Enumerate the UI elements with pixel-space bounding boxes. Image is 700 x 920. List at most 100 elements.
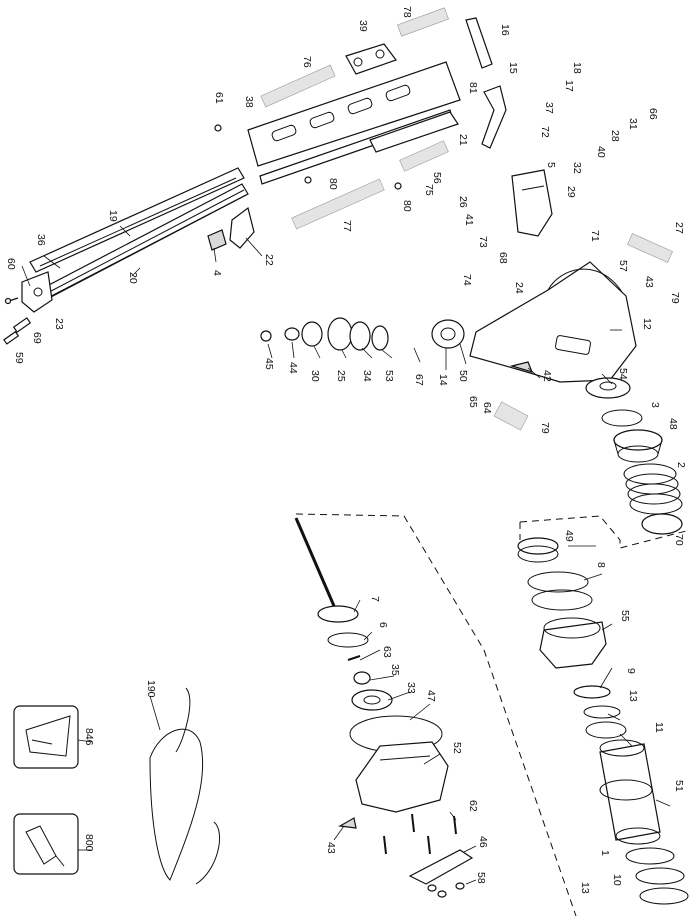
ring-30 <box>301 321 323 347</box>
callout-32: 32 <box>571 162 583 174</box>
callout-1: 1 <box>599 850 611 856</box>
callout-76: 76 <box>301 56 313 68</box>
callout-45: 45 <box>263 358 275 370</box>
callout-labels: 1 2 3 4 5 6 7 8 9 10 11 12 13 13 13 14 1… <box>5 6 687 894</box>
latch-15 <box>481 85 507 149</box>
ring-9 <box>573 685 611 699</box>
callout-48: 48 <box>667 418 679 430</box>
callout-60: 60 <box>5 258 17 270</box>
label-strip-79-mid <box>493 401 529 431</box>
callout-29: 29 <box>565 186 577 198</box>
callout-72: 72 <box>539 126 551 138</box>
callout-19: 19 <box>107 210 119 222</box>
callout-13-upper: 13 <box>627 690 639 702</box>
callout-13-lower: 13 <box>579 882 591 894</box>
callout-66: 66 <box>647 108 659 120</box>
sleeve-48 <box>613 429 663 463</box>
callout-3: 3 <box>649 402 661 408</box>
callout-6: 6 <box>377 622 389 628</box>
screw-61 <box>214 124 222 132</box>
callout-14: 14 <box>437 374 449 386</box>
guide-rail-21 <box>259 109 459 185</box>
label-strip-77 <box>291 178 385 230</box>
driver-guide-16 <box>465 17 493 69</box>
callout-50: 50 <box>457 370 469 382</box>
callout-80-left: 80 <box>327 178 339 190</box>
magazine-end-cap-23 <box>21 271 53 313</box>
callout-53: 53 <box>383 370 395 382</box>
callout-39: 39 <box>357 20 369 32</box>
callout-79-top: 79 <box>669 292 681 304</box>
callout-78: 78 <box>401 6 413 18</box>
magazine-rail-19 <box>29 167 245 273</box>
callout-37: 37 <box>543 102 555 114</box>
callout-33: 33 <box>405 682 417 694</box>
exhaust-cover-52 <box>355 741 449 813</box>
nozzle-44 <box>284 327 300 341</box>
rings-1-10-13 <box>625 847 689 905</box>
end-pin-59 <box>3 330 20 345</box>
ring-70 <box>641 513 683 535</box>
label-strip-78 <box>397 7 449 37</box>
ring-53 <box>371 325 389 351</box>
gear-33 <box>351 689 393 711</box>
callout-70: 70 <box>673 534 685 546</box>
callout-81: 81 <box>467 82 479 94</box>
ring-34 <box>349 321 371 351</box>
housing-12 <box>469 261 637 383</box>
callout-58: 58 <box>475 872 487 884</box>
callout-51: 51 <box>673 780 685 792</box>
screws-80 <box>304 176 402 190</box>
callout-8: 8 <box>595 562 607 568</box>
callout-23: 23 <box>53 318 65 330</box>
callout-79-mid: 79 <box>539 422 551 434</box>
seals-8 <box>527 571 593 611</box>
callout-34: 34 <box>361 370 373 382</box>
callout-63: 63 <box>381 646 393 658</box>
nozzle-45 <box>260 330 272 342</box>
callout-190: 190 <box>145 680 157 698</box>
callout-20: 20 <box>127 272 139 284</box>
cap-14 <box>431 319 465 349</box>
callout-74: 74 <box>461 274 473 286</box>
callout-12: 12 <box>641 318 653 330</box>
callout-846: 846 <box>83 728 95 746</box>
deflector-42 <box>509 361 534 373</box>
callout-10: 10 <box>611 874 623 886</box>
bottom-plate-46 <box>408 849 474 885</box>
callout-43-lower: 43 <box>325 842 337 854</box>
label-strip-79-top <box>627 233 673 263</box>
callout-52: 52 <box>451 742 463 754</box>
callout-44: 44 <box>287 362 299 374</box>
callout-57: 57 <box>617 260 629 272</box>
callout-43-upper: 43 <box>643 276 655 288</box>
callout-75: 75 <box>423 184 435 196</box>
ring-11 <box>585 721 627 739</box>
ring-6 <box>327 632 369 648</box>
callout-35: 35 <box>389 664 401 676</box>
label-strip-75 <box>399 140 449 172</box>
dashed-outline-driver <box>295 513 577 917</box>
callout-65: 65 <box>467 396 479 408</box>
bushings-58 <box>427 882 465 898</box>
callout-7: 7 <box>369 596 381 602</box>
follower-plate-38 <box>247 61 461 167</box>
callout-30: 30 <box>309 370 321 382</box>
end-pin-69 <box>12 317 32 333</box>
callout-21: 21 <box>457 134 469 146</box>
callout-16: 16 <box>499 24 511 36</box>
callout-26: 26 <box>457 196 469 208</box>
sleeve-49 <box>517 537 559 563</box>
callout-24: 24 <box>513 282 525 294</box>
label-strip-76 <box>260 64 336 108</box>
callout-69: 69 <box>31 332 43 344</box>
callout-56: 56 <box>431 172 443 184</box>
callout-77: 77 <box>341 220 353 232</box>
callout-73: 73 <box>477 236 489 248</box>
callout-46: 46 <box>477 836 489 848</box>
callout-54: 54 <box>617 368 629 380</box>
lever-22 <box>229 206 255 249</box>
callout-62: 62 <box>467 800 479 812</box>
leader-lines <box>21 225 671 885</box>
